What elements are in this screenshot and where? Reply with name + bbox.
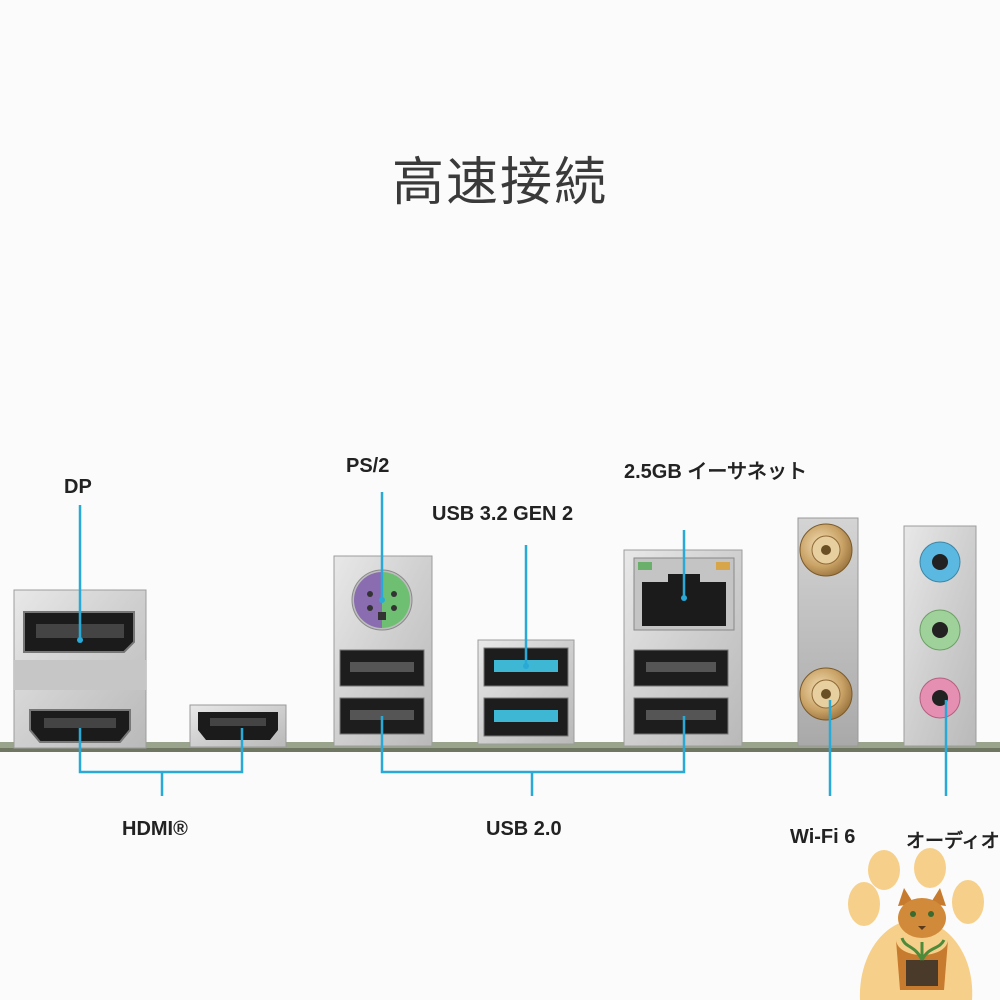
audio-jack-blue-icon [919,541,961,583]
usb2-port-4-icon [633,697,729,735]
hdmi-leader-line [78,728,244,796]
usb2-port-3-icon [633,649,729,687]
usb2-port-1-icon [339,649,425,687]
usb20-label: USB 2.0 [486,818,562,840]
audio-jack-green-icon [919,609,961,651]
usb32-port-2-icon [483,697,569,737]
cat-paw-logo-icon [848,848,984,1000]
page-title: 高速接続 [391,153,608,213]
pcb-strip [0,742,1000,752]
usb20-leader-line [380,716,686,796]
lan-usb-stack [623,549,743,747]
antenna-connector-1-icon [799,523,853,577]
hdmi-label: HDMI® [122,818,188,840]
dp-label: DP [64,476,92,498]
ps2-usb-stack [333,555,433,747]
antenna-connector-2-icon [799,667,853,721]
leader-lines [78,492,948,796]
audio-jack-pink-icon [919,677,961,719]
ps2-label: PS/2 [346,455,390,477]
hdmi-port-2-icon [189,704,287,748]
wifi-module [797,517,859,747]
audio-label: オーディオ [906,831,1000,852]
usb32-label: USB 3.2 GEN 2 [432,503,574,525]
ethernet-label: 2.5GB イーサネット [624,461,807,483]
hdmi-port-icon [29,709,131,743]
audio-stack [903,525,977,747]
wifi-label: Wi-Fi 6 [790,826,856,848]
